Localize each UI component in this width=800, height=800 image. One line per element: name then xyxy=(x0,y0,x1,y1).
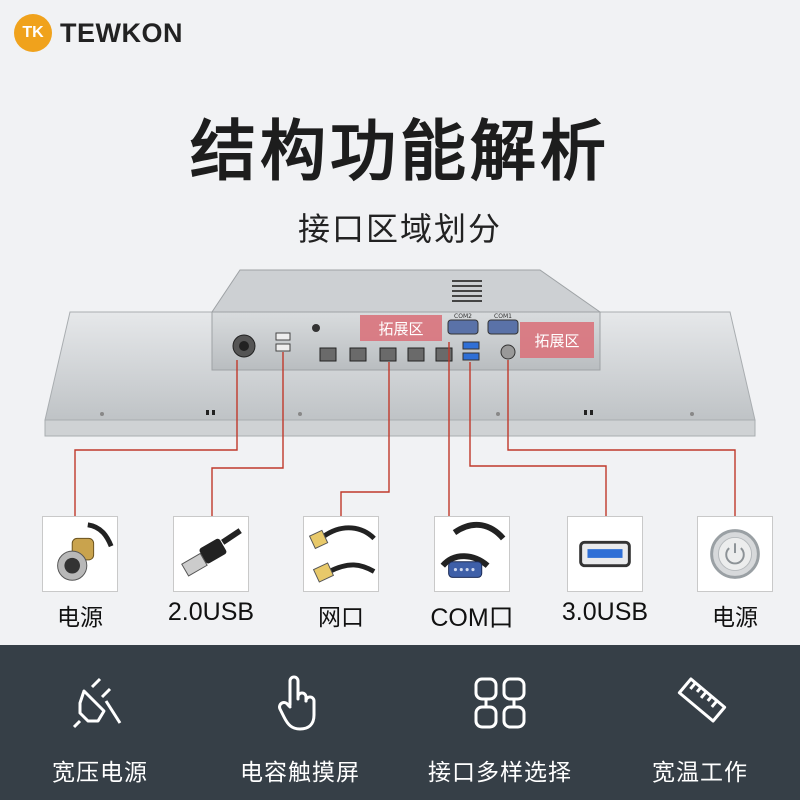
feature-label: 宽压电源 xyxy=(52,760,148,786)
power-button-icon xyxy=(710,529,760,579)
usb3-port-2 xyxy=(462,352,480,361)
connector-card-usb3 xyxy=(567,516,643,592)
connector-card-power xyxy=(42,516,118,592)
usb-cable-icon xyxy=(181,528,242,577)
usb2-port-1 xyxy=(275,332,291,341)
page-subtitle: 接口区域划分 xyxy=(297,210,502,248)
power-connector-icon xyxy=(57,522,114,581)
connector-label: 电源 xyxy=(57,605,103,631)
usb2-port-2 xyxy=(275,343,291,352)
usb3-port-icon xyxy=(579,540,631,568)
interfaces-grid-icon xyxy=(474,677,526,729)
connector-label: 3.0USB xyxy=(561,598,649,626)
connector-card-com xyxy=(434,516,510,592)
power-plug-icon xyxy=(72,677,122,729)
feature-label: 接口多样选择 xyxy=(428,760,572,786)
panel-front-edge xyxy=(44,419,756,437)
com-ports: COM2 COM1 xyxy=(447,313,519,335)
page-title: 结构功能解析 xyxy=(190,113,610,190)
expansion-area-left xyxy=(360,315,442,341)
brand-name: TEWKON xyxy=(60,17,183,48)
expansion-area-right xyxy=(520,322,594,358)
connector-label: 电源 xyxy=(712,605,758,631)
feature-wide-voltage: 宽压电源 xyxy=(0,645,200,800)
usb3-port-1 xyxy=(462,341,480,350)
connector-card-ethernet xyxy=(303,516,379,592)
brand-badge: TK xyxy=(14,14,52,52)
io-box-top xyxy=(211,269,602,313)
power-button xyxy=(500,344,516,360)
svg-text:COM1: COM1 xyxy=(494,313,512,320)
svg-text:COM2: COM2 xyxy=(454,313,472,320)
callout-lines xyxy=(74,342,736,516)
serial-cable-icon xyxy=(440,521,506,578)
feature-wide-temperature: 宽温工作 xyxy=(600,645,800,800)
lan-ports xyxy=(319,347,453,362)
feature-label: 电容触摸屏 xyxy=(240,760,360,786)
connector-label: 2.0USB xyxy=(167,598,255,626)
touch-hand-icon xyxy=(278,675,316,731)
feature-label: 宽温工作 xyxy=(652,760,748,786)
feature-bar: 宽压电源 电容触摸屏 接口多样选择 宽温工作 xyxy=(0,645,800,800)
connector-card-usb2 xyxy=(173,516,249,592)
connector-card-power-button xyxy=(697,516,773,592)
expansion-label-left: 拓展区 xyxy=(378,320,423,338)
feature-multi-interface: 接口多样选择 xyxy=(400,645,600,800)
ethernet-cable-icon xyxy=(308,525,376,583)
connector-label: COM口 xyxy=(430,604,514,632)
brand-logo: TK TEWKON xyxy=(14,14,183,52)
connector-label: 网口 xyxy=(318,605,364,631)
expansion-label-right: 拓展区 xyxy=(534,332,579,350)
ruler-temperature-icon xyxy=(677,677,727,723)
feature-touch-screen: 电容触摸屏 xyxy=(200,645,400,800)
